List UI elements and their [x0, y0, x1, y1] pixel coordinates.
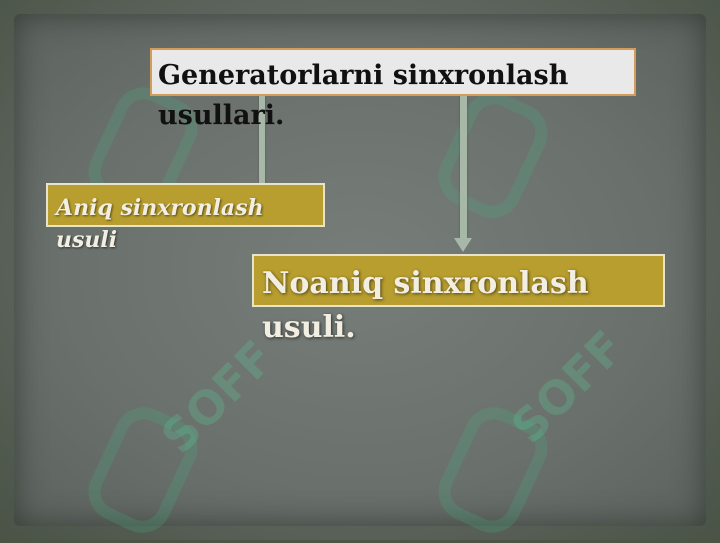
- title-box: [150, 48, 636, 96]
- node-label-noaniq: Noaniq sinxronlash usuli.: [262, 266, 589, 345]
- node-label-aniq: Aniq sinxronlash usuli: [56, 195, 264, 253]
- node-box-noaniq: [252, 254, 665, 307]
- node-box-aniq: [46, 183, 325, 227]
- connector-title-to-right: [460, 96, 467, 238]
- connector-title-to-left: [259, 96, 265, 184]
- diagram-title: Generatorlarni sinxronlash usullari.: [158, 60, 569, 131]
- arrow-head-icon: [454, 238, 472, 252]
